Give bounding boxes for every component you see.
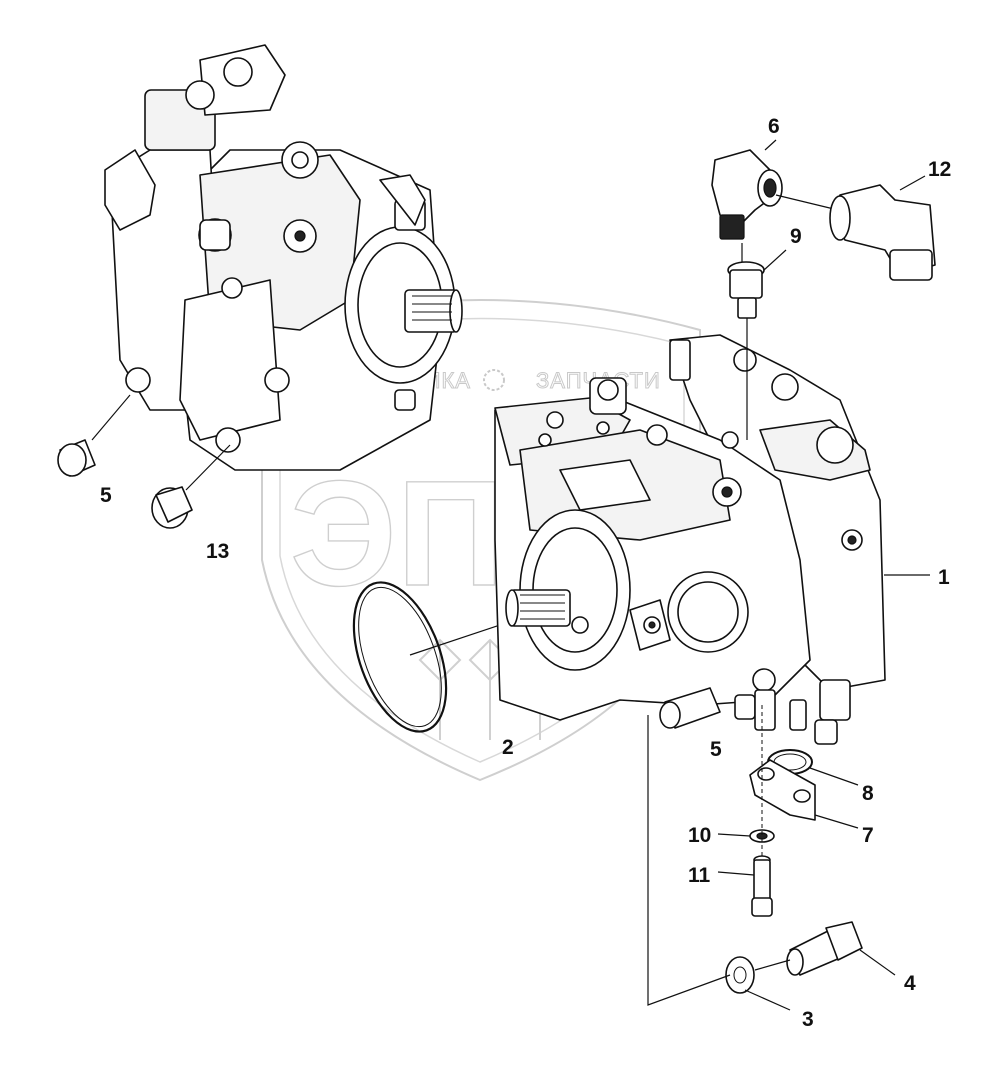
- elbow-fitting-6: [711, 149, 839, 240]
- callout-5-main: 5: [710, 738, 722, 761]
- washer-10: [717, 829, 775, 843]
- gear-icon: [483, 369, 505, 391]
- callout-1: 1: [938, 566, 950, 589]
- plug-left-13: [151, 444, 231, 529]
- bolt-4: [786, 921, 896, 976]
- callout-5-left: 5: [100, 484, 112, 507]
- callout-13: 13: [206, 540, 229, 563]
- bolt-11: [717, 705, 773, 917]
- callout-11: 11: [688, 864, 711, 887]
- callout-10: 10: [688, 824, 711, 847]
- plug-left: [57, 394, 131, 477]
- callout-8: 8: [862, 782, 874, 805]
- callout-4: 4: [904, 972, 916, 995]
- o-ring: [352, 581, 448, 733]
- elbow-fitting-12: [829, 175, 936, 281]
- adapter-9: [727, 243, 787, 440]
- washer-3: [725, 956, 791, 1011]
- callout-9: 9: [790, 225, 802, 248]
- pump-rear-view: [104, 44, 463, 471]
- callout-3: 3: [802, 1008, 814, 1031]
- callout-2: 2: [502, 736, 514, 759]
- callout-7: 7: [862, 824, 874, 847]
- callout-6: 6: [768, 115, 780, 138]
- callout-12: 12: [928, 158, 951, 181]
- flange-clamp-7: [749, 759, 859, 829]
- main-pump: [494, 334, 886, 745]
